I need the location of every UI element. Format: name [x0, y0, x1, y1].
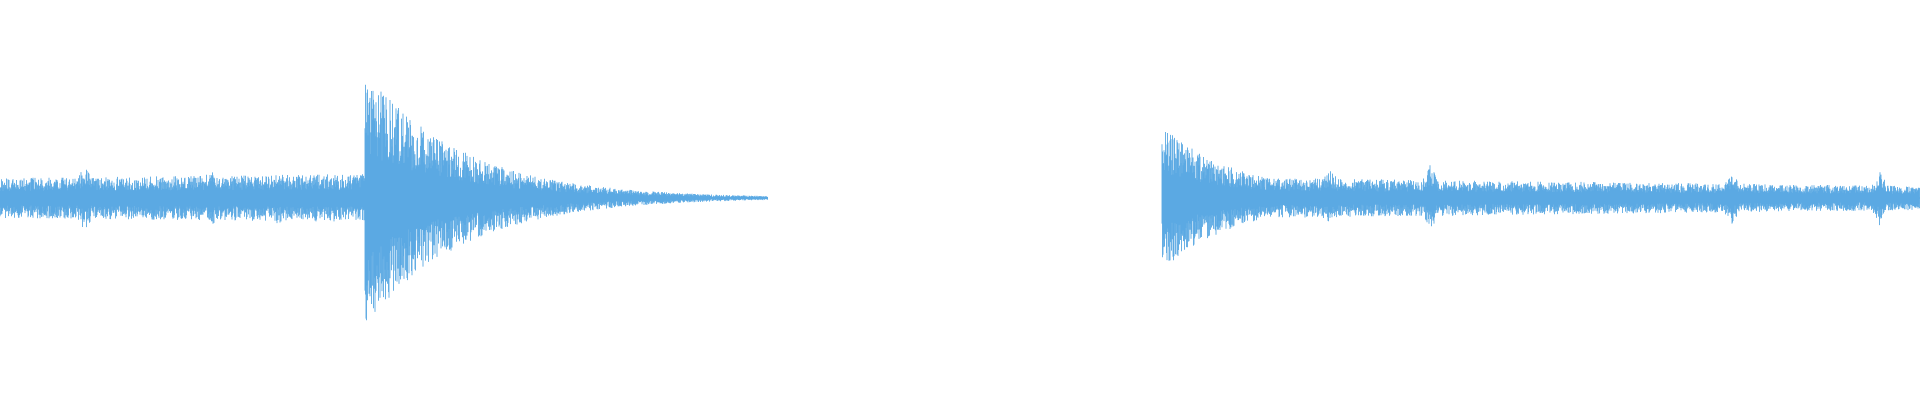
waveform-path: [0, 84, 768, 321]
waveform-clips: [0, 84, 1920, 321]
waveform-path: [1161, 132, 1920, 261]
waveform-clip-1[interactable]: [0, 84, 768, 321]
waveform-clip-2[interactable]: [1161, 132, 1920, 261]
